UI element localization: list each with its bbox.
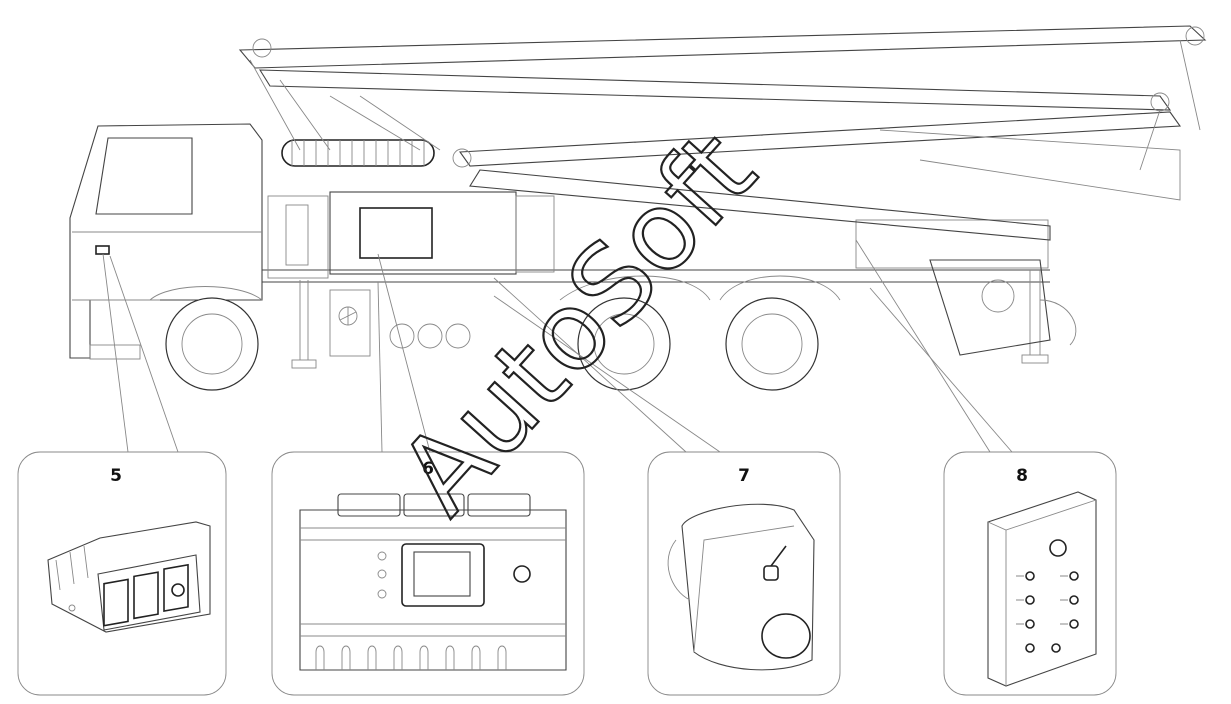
callout-label-6: 6 [422, 459, 434, 479]
switch-control-box [987, 491, 1097, 687]
led-indicator [377, 569, 387, 579]
folded-boom [238, 25, 1207, 241]
callout-panel-8: 8 [943, 451, 1117, 696]
truck-wheels [165, 297, 819, 391]
key-switch-icon [513, 565, 531, 583]
watermark-text: AutoSoft [376, 109, 779, 537]
control-unit [299, 493, 567, 671]
callout-panel-5: 5 [17, 451, 227, 696]
callout-label-7: 7 [738, 466, 750, 486]
truck-chassis [149, 195, 1050, 369]
led-indicator [377, 551, 387, 561]
cab-switch-box [95, 245, 110, 255]
indicator-icon [171, 583, 185, 597]
control-unit-screen [401, 543, 485, 607]
callout-panel-7: 7 [647, 451, 841, 696]
remote-switch-box [667, 503, 815, 671]
callout-panel-6: 6 [271, 451, 585, 696]
callout-label-5: 5 [110, 466, 122, 486]
truck-illustration [69, 25, 1207, 391]
watermark: AutoSoft [375, 108, 780, 539]
pump-control-cabinet [329, 191, 555, 357]
rear-pump-unit [855, 219, 1077, 356]
toggle-switch-icon [763, 565, 779, 581]
leader-lines [102, 239, 1013, 453]
callout-label-8: 8 [1016, 466, 1028, 486]
spare-tire [281, 139, 435, 167]
truck-cab [69, 123, 263, 360]
knob-icon [761, 613, 811, 659]
rocker-switch-panel [47, 521, 211, 633]
led-indicator [377, 589, 387, 599]
